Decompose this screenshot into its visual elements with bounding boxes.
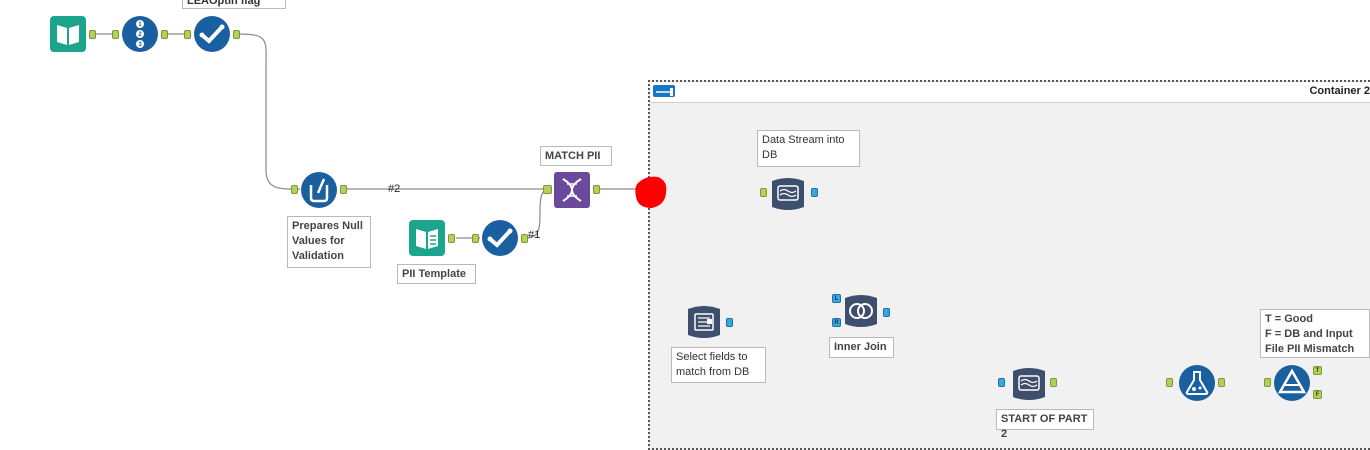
output-anchor[interactable]	[811, 188, 818, 197]
output-anchor[interactable]	[448, 234, 455, 243]
pii-template-input-tool[interactable]	[408, 219, 446, 257]
select-tool-top[interactable]	[193, 15, 231, 53]
data-stream-in-tool[interactable]	[769, 175, 807, 213]
annotation-filter-note: T = Good F = DB and Input File PII Misma…	[1260, 309, 1370, 358]
output-anchor[interactable]	[233, 30, 240, 39]
red-scribble-mark	[632, 173, 670, 211]
select-in-db-tool[interactable]	[685, 303, 723, 341]
output-anchor[interactable]	[161, 30, 168, 39]
flask-icon	[1178, 364, 1216, 402]
filter-false-anchor[interactable]: F	[1313, 390, 1322, 399]
database-select-icon	[685, 303, 723, 341]
input-anchor[interactable]	[1166, 378, 1173, 387]
join-left-anchor[interactable]: L	[832, 294, 841, 303]
annotation-prepares-null: Prepares Null Values for Validation	[287, 216, 371, 268]
annotation-pii-template: PII Template	[397, 264, 476, 284]
inner-join-tool[interactable]	[842, 292, 880, 330]
join-right-anchor[interactable]: R	[832, 318, 841, 327]
book-icon	[49, 15, 87, 53]
test-tool[interactable]	[1178, 364, 1216, 402]
input-anchor[interactable]	[998, 378, 1005, 387]
output-anchor[interactable]	[1050, 378, 1057, 387]
record-id-tool[interactable]: 1 2 3	[121, 15, 159, 53]
filter-triangle-icon	[1273, 364, 1311, 402]
input-anchor[interactable]	[184, 30, 191, 39]
checkmark-icon	[193, 15, 231, 53]
svg-text:1: 1	[138, 22, 142, 28]
container-title: Container 2	[1309, 85, 1370, 97]
input-anchor[interactable]	[1264, 378, 1271, 387]
annotation-data-stream: Data Stream into DB	[757, 130, 860, 167]
filter-true-anchor[interactable]: T	[1313, 366, 1322, 375]
database-stream-icon	[769, 175, 807, 213]
dna-icon	[553, 171, 591, 209]
annotation-leaoptin: LEAOptIn flag	[182, 0, 286, 9]
formula-tool[interactable]	[300, 171, 338, 209]
input-anchor[interactable]	[472, 234, 479, 243]
database-join-icon	[842, 292, 880, 330]
output-anchor[interactable]	[726, 318, 733, 327]
select-tool-pii[interactable]	[481, 219, 519, 257]
annotation-select-fields: Select fields to match from DB	[671, 347, 766, 383]
output-anchor[interactable]	[593, 185, 600, 194]
output-anchor[interactable]	[521, 234, 528, 243]
output-anchor[interactable]	[340, 185, 347, 194]
filter-tool[interactable]	[1273, 364, 1311, 402]
database-stream-icon	[1010, 365, 1048, 403]
input-anchor[interactable]	[543, 185, 552, 194]
annotation-start-part2: START OF PART 2	[996, 409, 1094, 440]
input-data-tool[interactable]	[49, 15, 87, 53]
input-anchor[interactable]	[112, 30, 119, 39]
match-pii-tool[interactable]	[553, 171, 591, 209]
output-anchor[interactable]	[89, 30, 96, 39]
container-toggle-button[interactable]	[653, 85, 675, 97]
input-anchor[interactable]	[760, 188, 767, 197]
output-anchor[interactable]	[1218, 378, 1225, 387]
start-part2-tool[interactable]	[1010, 365, 1048, 403]
input-anchor[interactable]	[291, 185, 298, 194]
book-icon	[408, 219, 446, 257]
checkmark-icon	[481, 219, 519, 257]
svg-text:3: 3	[138, 42, 142, 48]
connection-label-1: #1	[528, 229, 541, 241]
annotation-inner-join: Inner Join	[829, 337, 894, 358]
connection-label-2: #2	[388, 183, 401, 195]
svg-text:2: 2	[138, 32, 142, 38]
output-anchor[interactable]	[883, 308, 890, 317]
container-header: Container 2	[650, 82, 1370, 103]
numbered-list-icon: 1 2 3	[121, 15, 159, 53]
beaker-icon	[300, 171, 338, 209]
annotation-match-pii: MATCH PII	[540, 146, 612, 166]
